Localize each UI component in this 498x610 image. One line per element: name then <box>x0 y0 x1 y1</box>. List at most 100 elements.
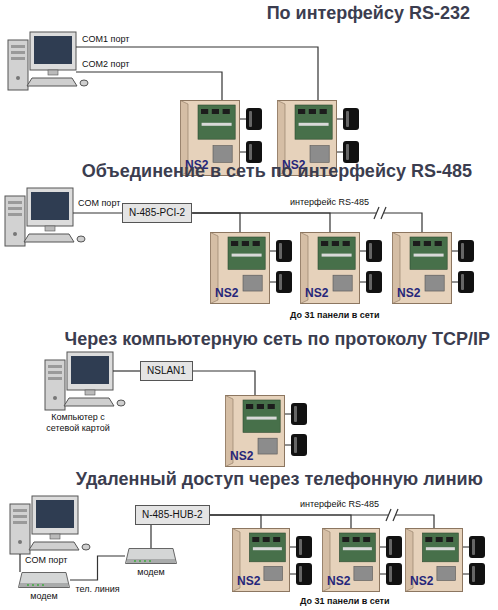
modem-device: модем <box>18 572 70 588</box>
annotation-label: интерфейс RS-485 <box>300 499 379 510</box>
controller-panel: NS2 <box>225 395 285 467</box>
annotation-label: COM порт <box>78 198 120 209</box>
card-reader <box>296 536 312 558</box>
bus-break <box>374 207 386 219</box>
card-reader <box>343 141 359 163</box>
section-heading: Удаленный доступ через телефонную линию <box>76 468 483 490</box>
cable-connector <box>210 515 261 528</box>
card-reader <box>246 108 262 130</box>
panel-name: NS2 <box>225 450 285 467</box>
reader-cable <box>290 574 296 575</box>
network-cable <box>113 370 140 371</box>
card-reader-highlight <box>369 274 372 290</box>
reader-cable <box>380 574 386 575</box>
cable-connector <box>210 515 434 528</box>
reader-cable <box>240 152 246 153</box>
card-reader-highlight <box>294 406 297 422</box>
computer-icon <box>5 188 85 246</box>
converter-box: NSLAN1 <box>140 361 193 381</box>
annotation-label: До 31 панели в сети <box>300 596 390 607</box>
card-reader-highlight <box>346 144 349 160</box>
controller-panel: NS2 <box>232 528 290 592</box>
converter-box: N-485-HUB-2 <box>135 505 210 525</box>
card-reader <box>458 271 474 293</box>
reader-cable <box>463 547 469 548</box>
card-reader-highlight <box>369 243 372 259</box>
card-reader-highlight <box>461 274 464 290</box>
card-reader-highlight <box>249 111 252 127</box>
cable-connector <box>150 525 151 548</box>
card-reader <box>276 271 292 293</box>
card-reader <box>366 271 382 293</box>
converter-name: N-485-PCI-2 <box>129 207 185 219</box>
reader-cable <box>285 414 291 415</box>
controller-panel: NS2 <box>405 528 463 592</box>
cable-connector <box>193 371 255 395</box>
card-reader-highlight <box>279 243 282 259</box>
annotation-label: COM порт <box>25 555 67 566</box>
modem-shape <box>125 548 177 564</box>
card-reader-highlight <box>472 539 475 555</box>
reader-cable <box>270 282 276 283</box>
rs232-cable <box>76 72 222 100</box>
card-reader-highlight <box>346 111 349 127</box>
controller-panel: NS2 <box>210 232 270 304</box>
panel-name: NS2 <box>405 575 463 592</box>
panel-name: NS2 <box>322 575 380 592</box>
section-heading: Через компьютерную сеть по протоколу TCP… <box>65 328 490 350</box>
card-reader-highlight <box>389 566 392 582</box>
com-cable <box>73 212 122 213</box>
cable-connector <box>70 556 125 580</box>
modem-shape <box>18 572 70 588</box>
card-reader-highlight <box>461 243 464 259</box>
card-reader <box>296 563 312 585</box>
card-reader <box>469 563 485 585</box>
converter-name: N-485-HUB-2 <box>142 509 203 521</box>
computer-icon <box>45 352 125 410</box>
com-cable <box>19 554 20 572</box>
card-reader-highlight <box>389 539 392 555</box>
card-reader <box>276 240 292 262</box>
card-reader <box>469 536 485 558</box>
section-heading: Объединение в сеть по интерфейсу RS-485 <box>82 160 472 182</box>
modem-device: модем <box>125 548 177 564</box>
controller-panel: NS2 <box>392 232 452 304</box>
card-reader <box>291 434 307 456</box>
card-reader <box>386 536 402 558</box>
controller-panel: NS2 <box>300 232 360 304</box>
modem-caption: модем <box>18 591 70 602</box>
card-reader <box>366 240 382 262</box>
card-reader-highlight <box>472 566 475 582</box>
reader-cable <box>463 574 469 575</box>
annotation-label: интерфейс RS-485 <box>290 197 369 208</box>
computer-icon <box>10 496 90 554</box>
cable-connector <box>192 213 422 232</box>
reader-cable <box>360 251 366 252</box>
annotation-label: Компьютер с сетевой картой <box>34 412 122 434</box>
card-reader-highlight <box>279 274 282 290</box>
reader-cable <box>240 119 246 120</box>
annotation-label: COM1 порт <box>82 34 129 45</box>
reader-cable <box>285 445 291 446</box>
rs232-cable <box>76 47 318 100</box>
line-label: тел. линия <box>74 584 120 595</box>
reader-cable <box>270 251 276 252</box>
modem-caption: модем <box>125 567 177 578</box>
card-reader-highlight <box>299 566 302 582</box>
reader-cable <box>290 547 296 548</box>
annotation-label: До 31 панели в сети <box>290 310 380 321</box>
section-heading: По интерфейсу RS-232 <box>267 2 470 24</box>
panel-name: NS2 <box>392 287 452 304</box>
panel-name: NS2 <box>210 287 270 304</box>
annotation-label: COM2 порт <box>82 59 129 70</box>
card-reader <box>343 108 359 130</box>
reader-cable <box>380 547 386 548</box>
card-reader <box>458 240 474 262</box>
converter-name: NSLAN1 <box>147 365 186 377</box>
reader-cable <box>452 251 458 252</box>
cable-connector <box>192 213 240 232</box>
reader-cable <box>452 282 458 283</box>
